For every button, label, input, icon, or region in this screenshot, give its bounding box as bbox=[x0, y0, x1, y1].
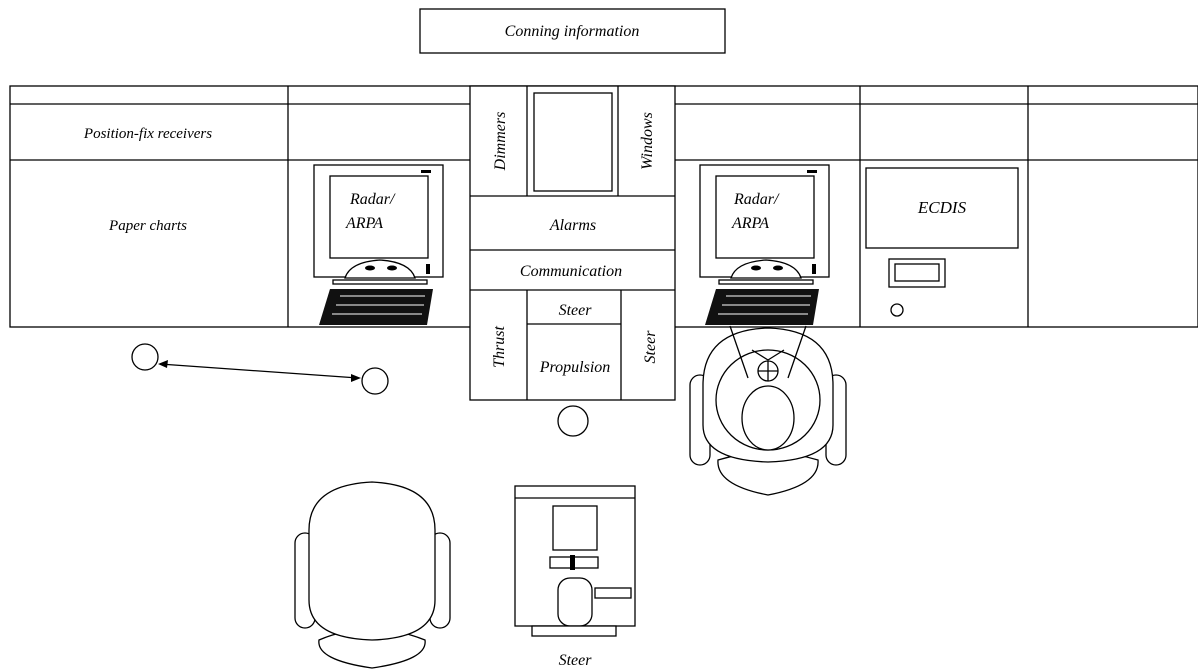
paper-charts-label: Paper charts bbox=[108, 218, 187, 234]
center-console-panel bbox=[469, 85, 676, 401]
radar-left-label-line2: ARPA bbox=[345, 215, 383, 232]
position-marker-radar bbox=[361, 367, 389, 395]
position-marker-charts bbox=[131, 343, 159, 371]
operator-chair bbox=[689, 325, 847, 496]
conning-information-box: Conning information bbox=[419, 8, 726, 54]
person-positions bbox=[131, 343, 589, 437]
keyboard-left bbox=[319, 289, 433, 325]
ecdis-label: ECDIS bbox=[917, 198, 967, 217]
propulsion-label: Propulsion bbox=[539, 359, 611, 376]
radar-right-label-line1: Radar/ bbox=[733, 191, 780, 208]
position-marker-center bbox=[557, 405, 589, 437]
operator-head bbox=[741, 385, 795, 451]
keyboard-right bbox=[705, 289, 819, 325]
steering-handle bbox=[557, 577, 593, 627]
conning-information-label: Conning information bbox=[505, 23, 640, 40]
ecdis-unit: ECDIS bbox=[865, 167, 1019, 317]
steer-top-label: Steer bbox=[559, 302, 593, 319]
radar-right-label-line2: ARPA bbox=[731, 215, 769, 232]
steering-console bbox=[514, 485, 636, 637]
steer-right-label: Steer bbox=[642, 330, 659, 364]
dimmers-label: Dimmers bbox=[492, 112, 509, 172]
radar-arpa-right: Radar/ ARPA bbox=[699, 164, 830, 325]
radar-left-label-line1: Radar/ bbox=[349, 191, 396, 208]
steer-bottom-label: Steer bbox=[559, 652, 593, 669]
center-window-panel bbox=[533, 92, 613, 192]
position-fix-receivers-label: Position-fix receivers bbox=[83, 126, 212, 142]
empty-chair bbox=[294, 481, 451, 669]
movement-arrow bbox=[159, 363, 359, 379]
alarms-label: Alarms bbox=[549, 217, 596, 234]
radar-arpa-left: Radar/ ARPA bbox=[313, 164, 444, 325]
communication-label: Communication bbox=[520, 263, 622, 280]
windows-label: Windows bbox=[639, 112, 656, 170]
thrust-label: Thrust bbox=[491, 326, 508, 368]
